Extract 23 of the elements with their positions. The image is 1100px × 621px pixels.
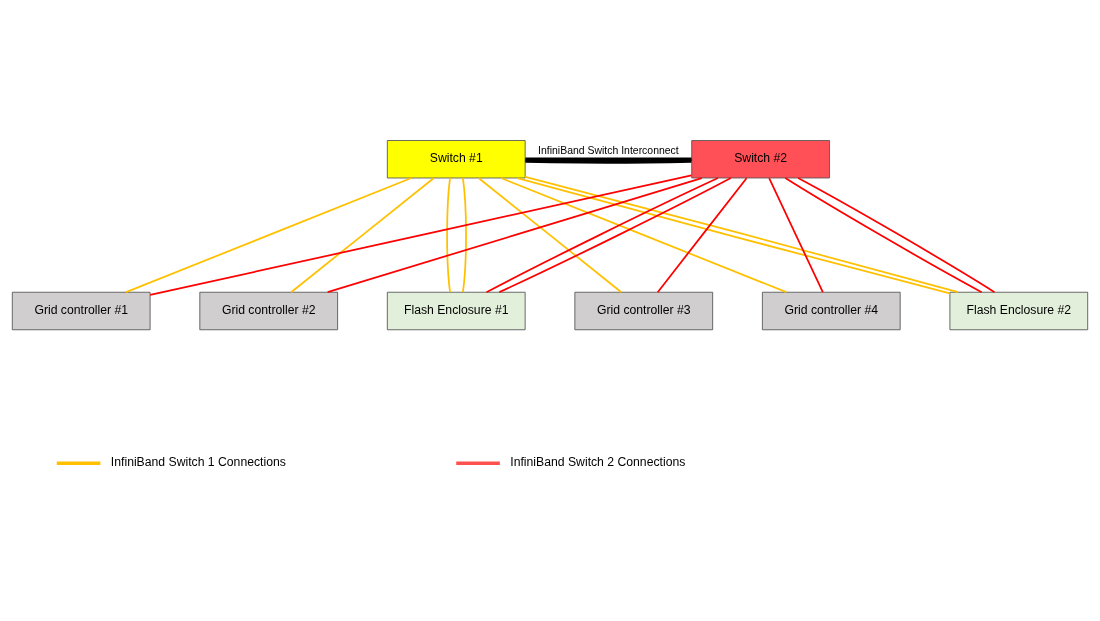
node-box: Switch #1 <box>386 139 526 178</box>
node-box: Grid controller #4 <box>761 291 901 330</box>
node-box: Grid controller #2 <box>199 291 339 330</box>
connector <box>290 176 435 293</box>
node-box: Flash Enclosure #1 <box>386 291 526 330</box>
node-box: Grid controller #3 <box>574 291 714 330</box>
connector <box>326 176 703 293</box>
connector <box>125 176 413 293</box>
connector <box>462 176 467 293</box>
connector <box>656 176 748 293</box>
connector <box>768 176 824 293</box>
connector <box>500 176 788 293</box>
connector <box>446 176 451 293</box>
node-box: Grid controller #1 <box>11 291 151 330</box>
connector <box>525 157 692 161</box>
node-box: Switch #2 <box>691 139 830 178</box>
edge-label: InfiniBand Switch Interconnect <box>538 144 679 156</box>
node-box: Flash Enclosure #2 <box>949 291 1089 330</box>
legend-label: InfiniBand Switch 1 Connections <box>110 454 286 469</box>
connector <box>149 174 693 296</box>
connector <box>525 158 692 164</box>
connector <box>478 176 623 293</box>
legend-label: InfiniBand Switch 2 Connections <box>510 454 686 469</box>
